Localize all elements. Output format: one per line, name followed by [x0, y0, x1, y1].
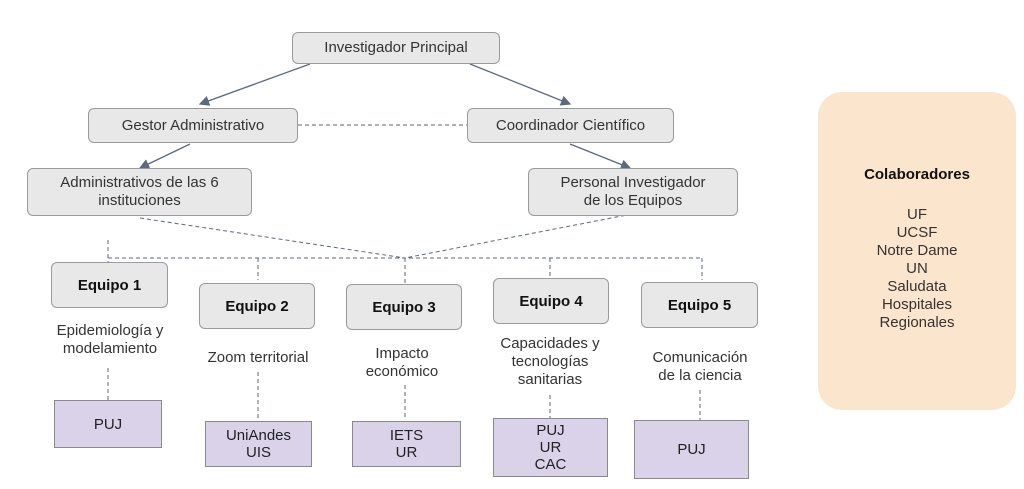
collaborator-item: UN: [906, 260, 928, 277]
collaborator-item: Hospitales: [881, 296, 953, 313]
arrow-principal-to-admin: [198, 63, 311, 106]
team-label: Equipo 2: [225, 297, 289, 315]
node-gestor-administrativo: Gestor Administrativo: [88, 108, 298, 143]
node-label: Gestor Administrativo: [121, 116, 265, 134]
team-3-institutions: IETS UR: [352, 421, 461, 467]
team-1-institutions: PUJ: [54, 400, 162, 448]
desc-line: de la ciencia: [658, 367, 742, 384]
institution: UIS: [245, 444, 271, 461]
node-label-line1: Administrativos de las 6: [60, 174, 219, 191]
node-label-line2: instituciones: [98, 192, 181, 209]
institution: CAC: [534, 456, 567, 473]
node-administrativos: Administrativos de las 6 instituciones: [27, 168, 252, 216]
arrow-coordinator-to-research: [569, 143, 632, 170]
node-investigador-principal: Investigador Principal: [292, 32, 500, 64]
team-4-box: Equipo 4: [493, 278, 609, 324]
node-label: Investigador Principal: [324, 39, 468, 56]
institution: PUJ: [93, 415, 123, 433]
collaborator-item: Saludata: [887, 278, 947, 295]
desc-line: Epidemiología y: [56, 322, 164, 339]
team-4-description: Capacidades y tecnologías sanitarias: [480, 335, 620, 389]
team-2-box: Equipo 2: [199, 283, 315, 329]
institution: PUJ: [677, 441, 706, 458]
team-1-box: Equipo 1: [51, 262, 168, 308]
desc-line: modelamiento: [62, 340, 158, 357]
institution: UR: [395, 444, 418, 461]
institution: UniAndes: [225, 427, 292, 444]
team-3-box: Equipo 3: [346, 284, 462, 330]
team-4-institutions: PUJ UR CAC: [493, 418, 608, 477]
collaborators-title: Colaboradores: [864, 166, 970, 183]
dashed-links: [107, 124, 703, 420]
team-1-description: Epidemiología y modelamiento: [30, 322, 190, 358]
team-label: Equipo 1: [77, 276, 142, 294]
collaborators-list: UF UCSF Notre Dame UN Saludata Hospitale…: [818, 206, 1016, 332]
team-3-description: Impacto económico: [352, 345, 452, 381]
desc-line: sanitarias: [517, 371, 583, 388]
arrow-principal-to-coordinator: [469, 63, 572, 106]
institution: PUJ: [536, 422, 565, 439]
team-2-institutions: UniAndes UIS: [205, 421, 312, 467]
team-label: Equipo 4: [519, 292, 583, 310]
desc-line: Zoom territorial: [207, 349, 309, 366]
node-label-line2: de los Equipos: [583, 192, 683, 209]
desc-line: Impacto: [375, 345, 429, 362]
team-5-box: Equipo 5: [641, 282, 758, 328]
collaborator-item: UCSF: [896, 224, 938, 241]
arrow-admin-to-staff: [138, 143, 191, 169]
team-label: Equipo 3: [372, 298, 436, 316]
node-personal-investigador: Personal Investigador de los Equipos: [528, 168, 738, 216]
node-label-line1: Personal Investigador: [560, 174, 706, 191]
team-5-description: Comunicación de la ciencia: [635, 349, 765, 385]
team-2-description: Zoom territorial: [188, 349, 328, 367]
collaborator-item: UF: [907, 206, 927, 223]
desc-line: económico: [365, 363, 439, 380]
team-label: Equipo 5: [667, 296, 732, 314]
desc-line: tecnologías: [511, 353, 589, 370]
node-coordinador-cientifico: Coordinador Científico: [467, 108, 674, 143]
node-label: Coordinador Científico: [495, 116, 646, 134]
institution: UR: [539, 439, 562, 456]
collaborators-panel: Colaboradores UF UCSF Notre Dame UN Salu…: [818, 92, 1016, 410]
desc-line: Capacidades y: [500, 335, 600, 352]
desc-line: Comunicación: [652, 349, 748, 366]
collaborator-item: Notre Dame: [876, 242, 958, 259]
collaborator-item: Regionales: [879, 314, 955, 331]
team-5-institutions: PUJ: [634, 420, 749, 479]
institution: IETS: [389, 427, 424, 444]
